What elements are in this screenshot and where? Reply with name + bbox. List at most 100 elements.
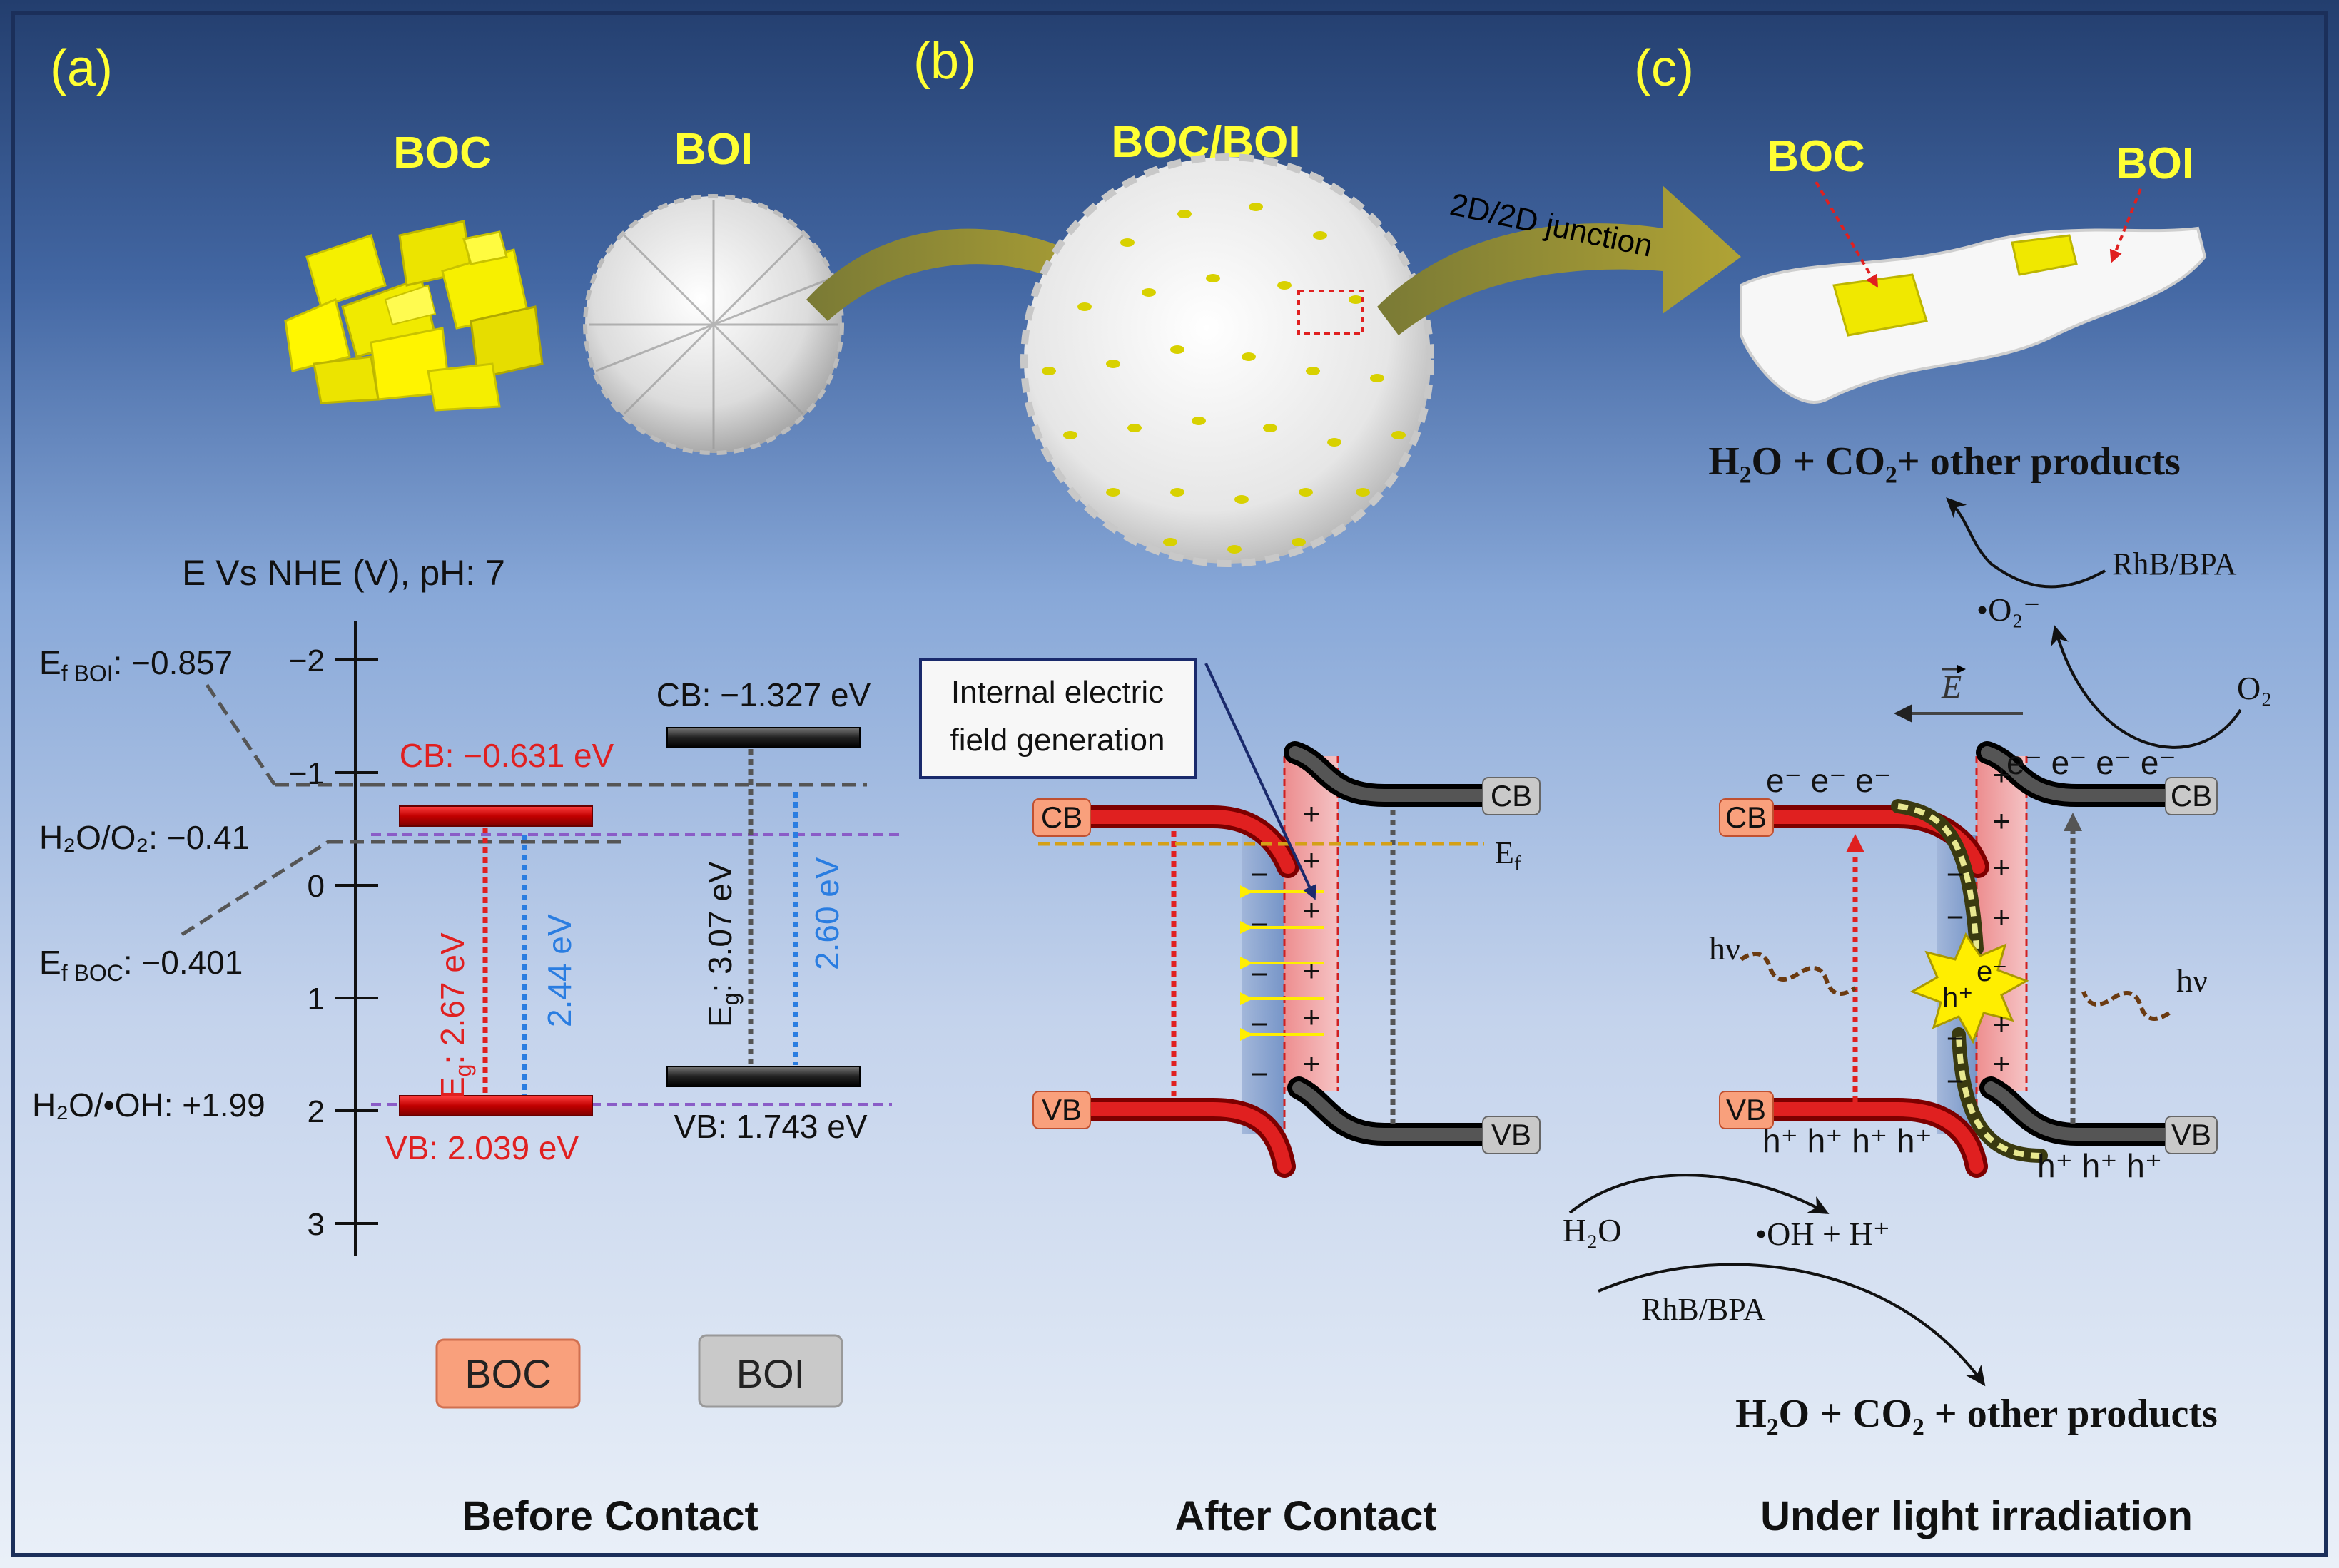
- arrow-o2-superoxide: [2050, 625, 2242, 749]
- leader-ef-boc: [181, 840, 330, 937]
- label-boc-c: BOC: [1767, 132, 1865, 181]
- callout-pointer: [1204, 663, 1316, 900]
- minus-charge: −: [1947, 1064, 1964, 1098]
- axis-title: E Vs NHE (V), pH: 7: [182, 553, 505, 593]
- label-electrons-right: e⁻ e⁻ e⁻ e⁻: [2006, 744, 2176, 781]
- junction-sheet-image: [1740, 226, 2207, 404]
- after-contact-diagram: [1038, 741, 1503, 1178]
- tag-vb-right-b: [1482, 1116, 1541, 1154]
- axis-tick-label: −2: [289, 643, 325, 678]
- tag-cb-right-c: [2165, 777, 2218, 815]
- label-superoxide: •O₂⁻: [1977, 591, 2041, 628]
- figure-border: [11, 11, 2328, 1557]
- minus-charge: −: [1947, 900, 1964, 934]
- label-vb-right-c: VB: [2171, 1118, 2211, 1151]
- label-cb-right-b: CB: [1491, 779, 1532, 813]
- callout-box: [919, 658, 1197, 779]
- boc-cb-label: CB: −0.631 eV: [400, 737, 614, 774]
- label-cb-left-b: CB: [1041, 800, 1082, 834]
- products-top: H₂O + CO₂+ other products: [1708, 439, 2181, 484]
- boi-eg-label: Eg: 3.07 eV: [701, 861, 744, 1027]
- minus-charge: −: [1251, 957, 1269, 991]
- label-vb-left-b: VB: [1042, 1093, 1082, 1126]
- label-star-e: e⁻: [1977, 956, 2007, 987]
- boc-vb-band: [399, 1095, 593, 1116]
- boc-eg2-label: 2.44 eV: [541, 914, 578, 1027]
- axis-tick-label: 0: [308, 869, 325, 904]
- boi-cb-label: CB: −1.327 eV: [656, 676, 871, 713]
- label-vb-right-b: VB: [1491, 1118, 1531, 1151]
- boi-sphere-image: [583, 194, 844, 455]
- label-hv-left: hν: [1709, 930, 1740, 967]
- plus-charge: +: [1303, 1000, 1321, 1034]
- tag-vb-right-c: [2165, 1116, 2218, 1154]
- label-o2: O₂: [2237, 670, 2272, 706]
- arrow-h2o-oh: [1568, 1174, 1830, 1214]
- legend-boi-label: BOI: [736, 1351, 805, 1396]
- axis-tick-label: 1: [308, 982, 325, 1017]
- plus-charge: +: [1993, 804, 2011, 838]
- caption-before: Before Contact: [462, 1493, 758, 1539]
- label-rhb-bottom: RhB/BPA: [1641, 1292, 1766, 1327]
- label-field: E: [1941, 668, 1962, 705]
- after-contact-charges: ++++++−−−−−: [1251, 797, 1321, 1091]
- legend-boc-box: [435, 1338, 581, 1409]
- label-boi-top: BOI: [674, 125, 753, 174]
- plus-charge: +: [1303, 893, 1321, 927]
- tag-vb-left-b: [1032, 1091, 1091, 1129]
- label-ef-boi: Ef BOI: −0.857: [39, 644, 233, 686]
- callout-line2: field generation: [950, 723, 1165, 758]
- panel-label-c: (c): [1634, 40, 1694, 97]
- tag-cb-left-c: [1719, 798, 1774, 837]
- arrow-composite-to-junction: [1377, 185, 1741, 335]
- boi-vb-label: VB: 1.743 eV: [674, 1108, 867, 1145]
- plus-charge: +: [1303, 1047, 1321, 1080]
- label-boi-c: BOI: [2116, 139, 2194, 188]
- label-ef-boc: Ef BOC: −0.401: [39, 944, 243, 986]
- plus-charge: +: [1303, 954, 1321, 987]
- plus-charge: +: [1303, 797, 1321, 830]
- boi-vb-band: [666, 1066, 861, 1087]
- boc-cb-band: [399, 805, 593, 827]
- boi-cb-band: [666, 727, 861, 748]
- axis-tick-label: 2: [308, 1094, 325, 1129]
- plus-charge: +: [1993, 758, 2011, 791]
- plus-charge: +: [1993, 850, 2011, 884]
- axis-tick-label: 3: [308, 1207, 325, 1242]
- arrow-rhb-top: [1946, 497, 2106, 589]
- label-rhb-top: RhB/BPA: [2112, 546, 2237, 581]
- plus-charge: +: [1993, 900, 2011, 934]
- minus-charge: −: [1947, 857, 1964, 891]
- minus-charge: −: [1251, 907, 1269, 941]
- products-bottom: H₂O + CO₂ + other products: [1735, 1392, 2218, 1436]
- panel-label-a: (a): [50, 40, 113, 97]
- plus-charge: +: [1993, 1007, 2011, 1041]
- tag-cb-left-b: [1032, 798, 1091, 837]
- label-electrons-left: e⁻ e⁻ e⁻: [1766, 762, 1891, 799]
- label-ef-b: Ef: [1495, 835, 1521, 875]
- minus-charge: −: [1251, 1057, 1269, 1091]
- label-cb-left-c: CB: [1725, 800, 1767, 834]
- label-boc-top: BOC: [393, 128, 492, 178]
- label-h2o: H₂O: [1563, 1212, 1621, 1248]
- label-star-h: h⁺: [1942, 982, 1973, 1014]
- label-cb-right-c: CB: [2171, 779, 2212, 813]
- caption-under: Under light irradiation: [1760, 1493, 2193, 1539]
- tag-cb-right-b: [1482, 777, 1541, 815]
- boc-vb-label: VB: 2.039 eV: [385, 1129, 579, 1166]
- composite-sphere-image: [1020, 153, 1434, 567]
- boc-plates-image: [284, 220, 544, 412]
- label-vb-left-c: VB: [1726, 1093, 1766, 1126]
- label-oh: •OH + H⁺: [1755, 1216, 1890, 1252]
- caption-after: After Contact: [1174, 1493, 1436, 1539]
- label-holes-left: h⁺ h⁺ h⁺ h⁺: [1762, 1122, 1932, 1159]
- boi-eg2-label: 2.60 eV: [808, 857, 846, 970]
- label-holes-right: h⁺ h⁺ h⁺: [2037, 1147, 2162, 1184]
- label-h2o-o2: H₂O/O₂: −0.41: [39, 819, 250, 856]
- pointer-boc: [1815, 180, 1879, 288]
- minus-charge: −: [1251, 1007, 1269, 1041]
- callout-line1: Internal electric: [951, 675, 1164, 710]
- label-hv-right: hν: [2176, 962, 2208, 999]
- arrow-rhb-bottom: [1598, 1263, 1986, 1387]
